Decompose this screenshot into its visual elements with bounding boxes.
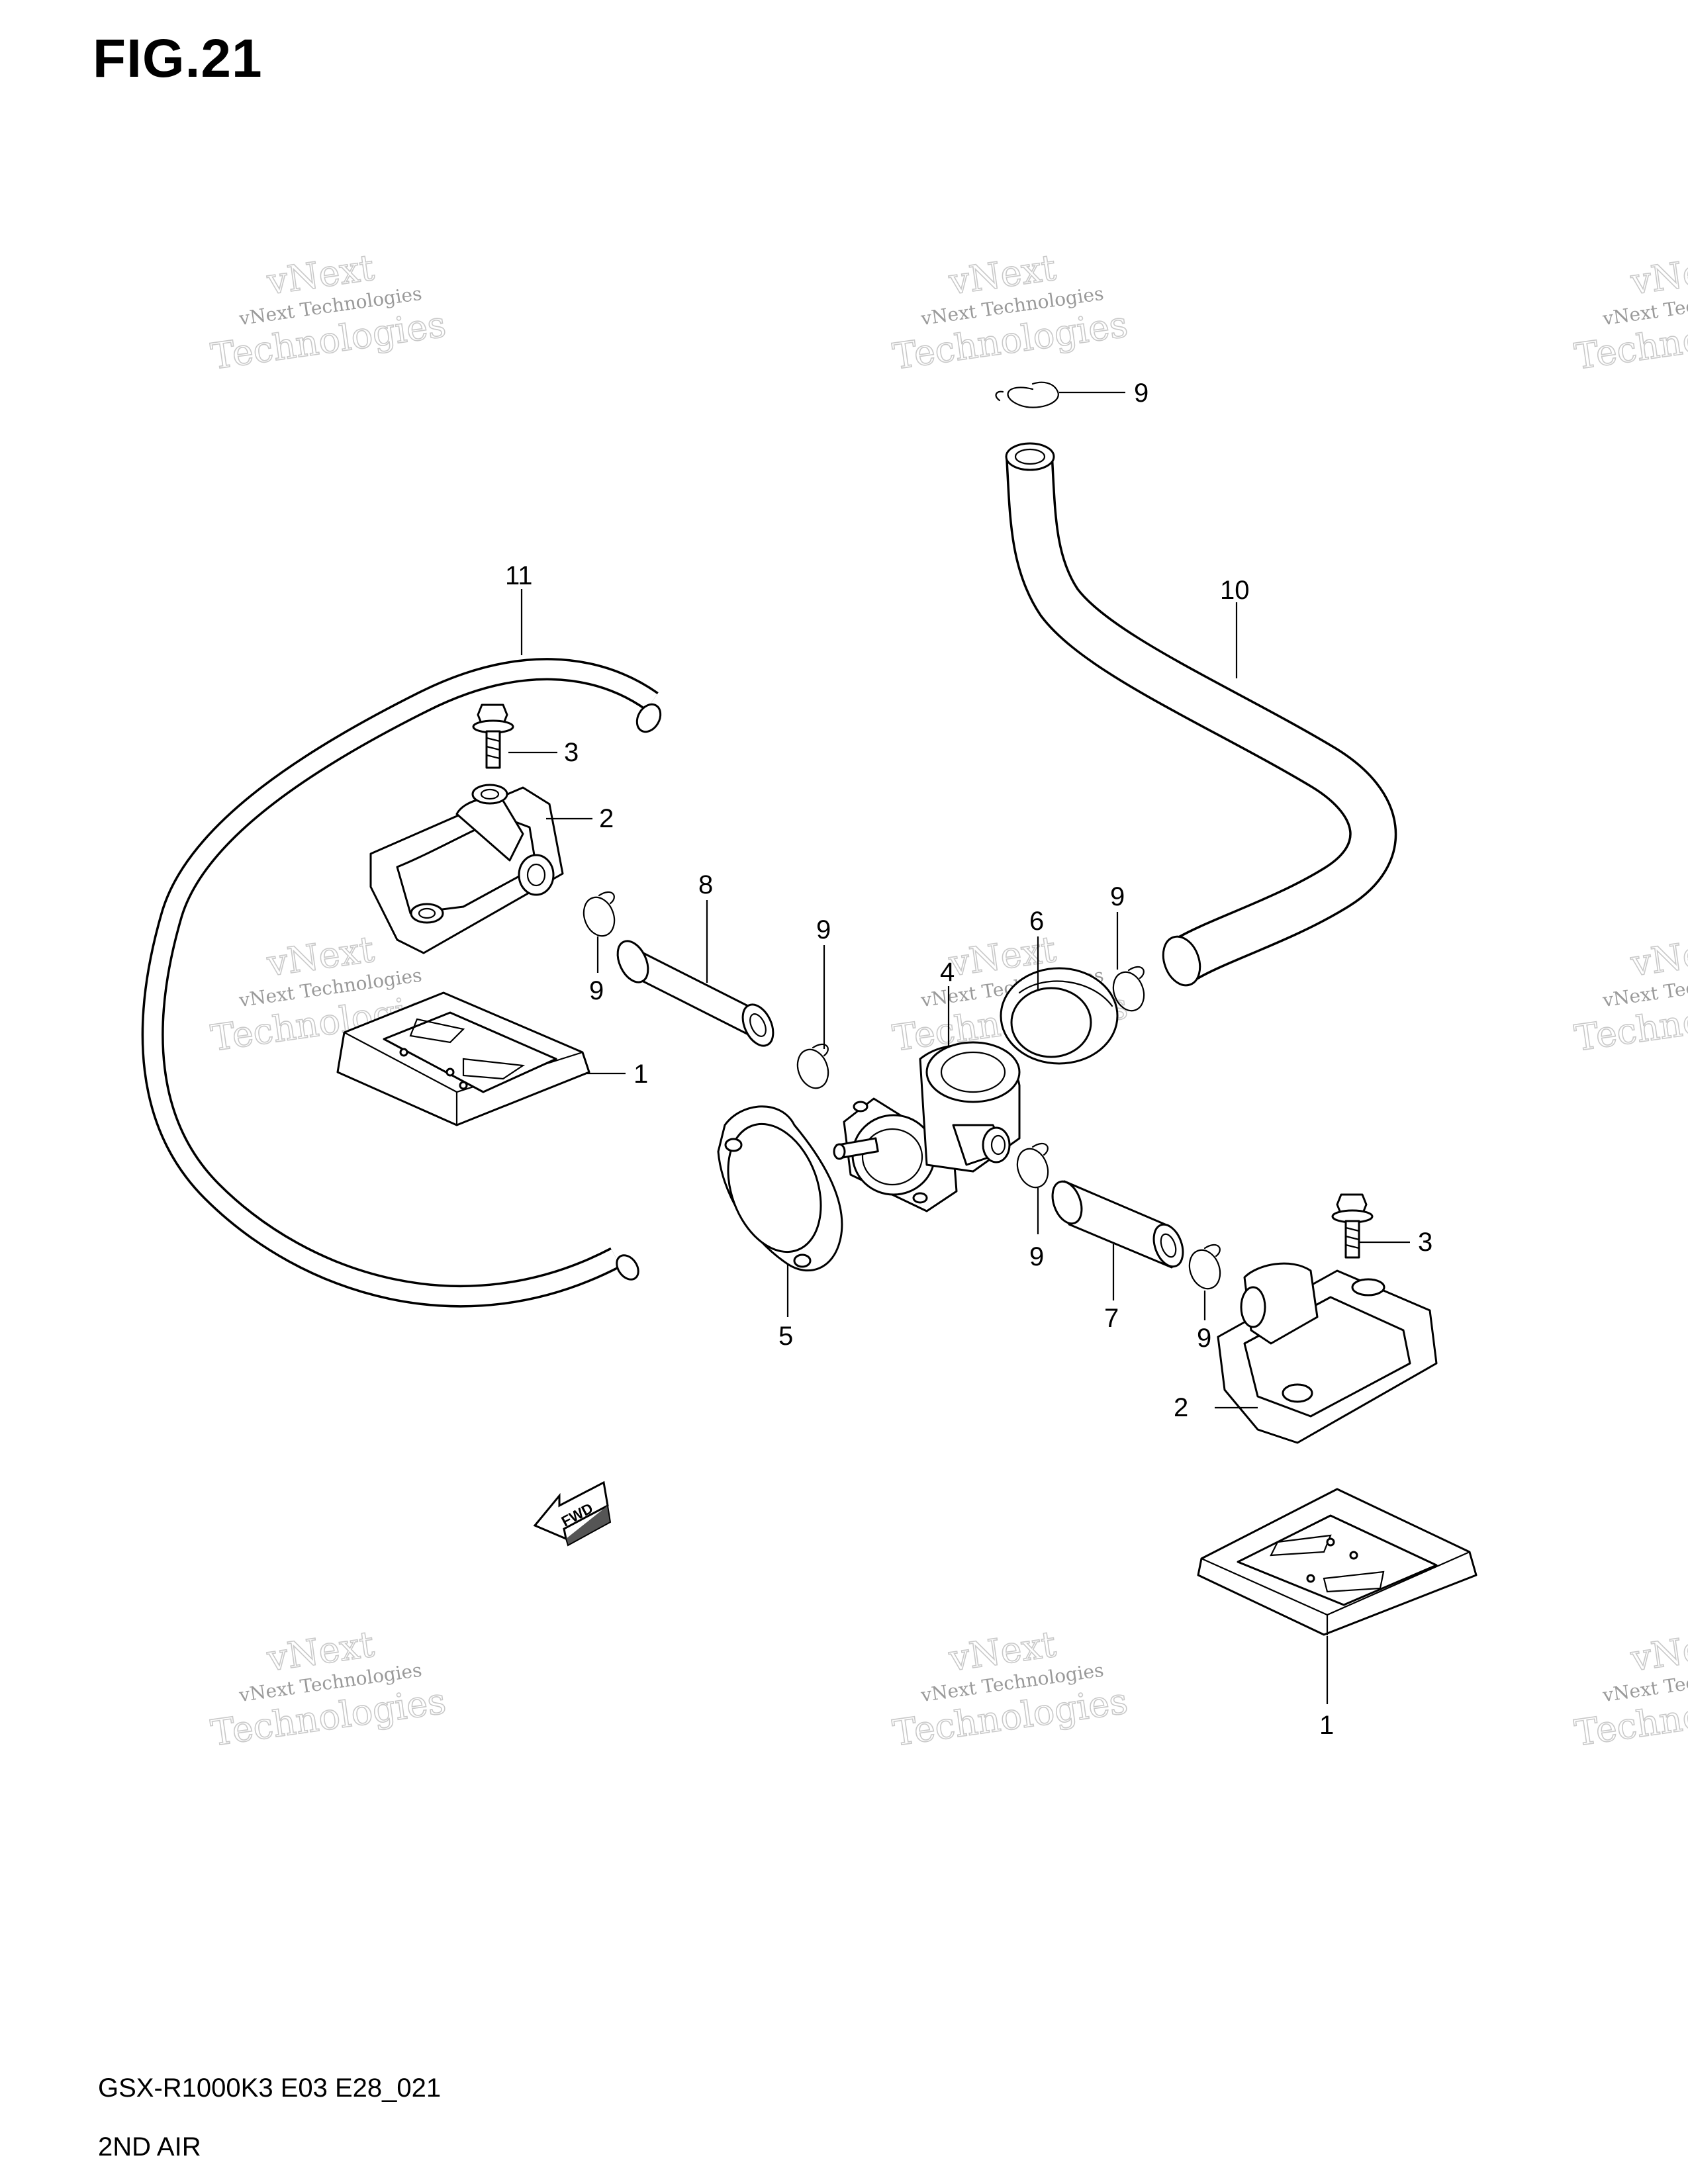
part-2-cover-right xyxy=(1217,1262,1438,1444)
part-9-clamp-a xyxy=(583,891,616,937)
callout-5: 5 xyxy=(778,1322,793,1351)
part-9-clamp-c xyxy=(1112,966,1145,1012)
watermark-vnext: vNext xyxy=(1628,1623,1688,1680)
callout-11: 11 xyxy=(505,561,533,590)
callout-9-e: 9 xyxy=(1197,1324,1211,1353)
watermark: vNext vNext Technologies Technologies xyxy=(208,1623,449,1755)
callout-3-left: 3 xyxy=(564,738,579,767)
watermark-vnext: vNext xyxy=(1628,247,1688,303)
part-7-hose xyxy=(1051,1180,1184,1269)
callout-7: 7 xyxy=(1104,1304,1119,1333)
callout-9-top: 9 xyxy=(1134,379,1149,408)
section-name: 2ND AIR xyxy=(98,2132,201,2161)
model-code: GSX-R1000K3 E03 E28_021 xyxy=(98,2073,442,2103)
part-6-seal xyxy=(1000,967,1119,1065)
callout-10: 10 xyxy=(1220,576,1250,605)
watermark: vNext vNext Technologies Technologies xyxy=(208,246,449,379)
part-9-clamp-e xyxy=(1188,1244,1221,1290)
part-9-clamp-top xyxy=(995,381,1059,408)
watermark: vNext vNext Technologies Technologies xyxy=(1571,1623,1688,1755)
part-4-valve xyxy=(833,1041,1021,1212)
part-11-hose xyxy=(141,658,662,1308)
figure-title: FIG.21 xyxy=(93,28,263,89)
callout-9-c: 9 xyxy=(1110,882,1125,911)
part-1-reed-plate-right xyxy=(1197,1488,1477,1636)
part-3-bolt-right xyxy=(1331,1193,1374,1259)
callout-1-left: 1 xyxy=(633,1060,648,1089)
callout-2-left: 2 xyxy=(599,804,614,833)
part-2-cover-left xyxy=(369,784,564,954)
fwd-arrow-icon: FWD xyxy=(533,1480,612,1547)
part-8-hose xyxy=(616,940,774,1047)
part-9-clamp-d xyxy=(1016,1142,1049,1189)
callout-8: 8 xyxy=(698,870,713,899)
callout-9-a: 9 xyxy=(589,976,604,1005)
watermark: vNext vNext Technologies Technologies xyxy=(890,246,1131,379)
callout-9-d: 9 xyxy=(1029,1242,1044,1271)
callout-6: 6 xyxy=(1029,907,1044,936)
part-10-hose xyxy=(1005,442,1397,987)
watermark: vNext vNext Technologies Technologies xyxy=(890,1623,1131,1755)
part-1-reed-plate-left xyxy=(336,991,590,1126)
watermark: vNext vNext Technologies Technologies xyxy=(1571,928,1688,1060)
callout-1-right: 1 xyxy=(1319,1711,1334,1740)
part-9-clamp-b xyxy=(796,1043,829,1089)
callout-4: 4 xyxy=(940,958,955,987)
watermark: vNext vNext Technologies Technologies xyxy=(1571,246,1688,379)
part-5-flange xyxy=(717,1105,843,1272)
part-3-bolt-left xyxy=(472,704,514,769)
callout-2-right: 2 xyxy=(1174,1393,1188,1422)
watermark-vnext: vNext xyxy=(1628,929,1688,985)
callout-9-b: 9 xyxy=(816,915,831,944)
callout-3-right: 3 xyxy=(1418,1228,1432,1257)
leader-lines xyxy=(508,391,1410,1704)
